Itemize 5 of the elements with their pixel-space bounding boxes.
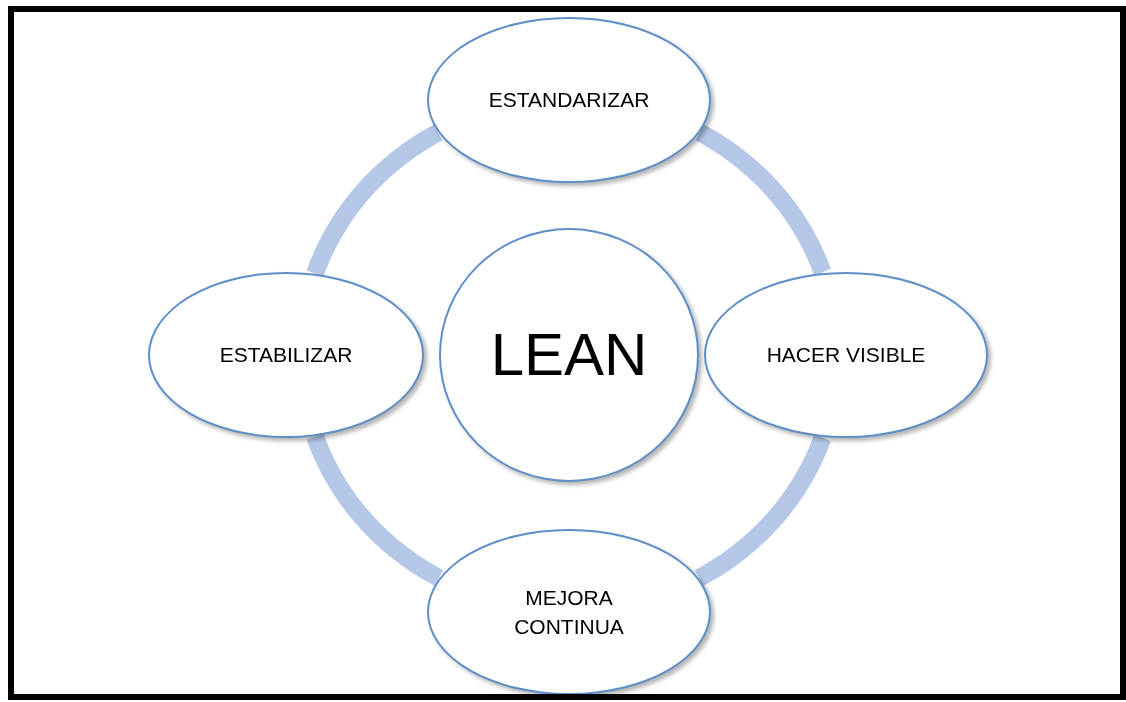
node-label: HACER VISIBLE (766, 342, 926, 369)
node-label: MEJORA CONTINUA (513, 584, 625, 640)
node-label: ESTABILIZAR (219, 342, 353, 369)
node-label: LEAN (490, 325, 648, 385)
node-label: ESTANDARIZAR (488, 87, 650, 114)
